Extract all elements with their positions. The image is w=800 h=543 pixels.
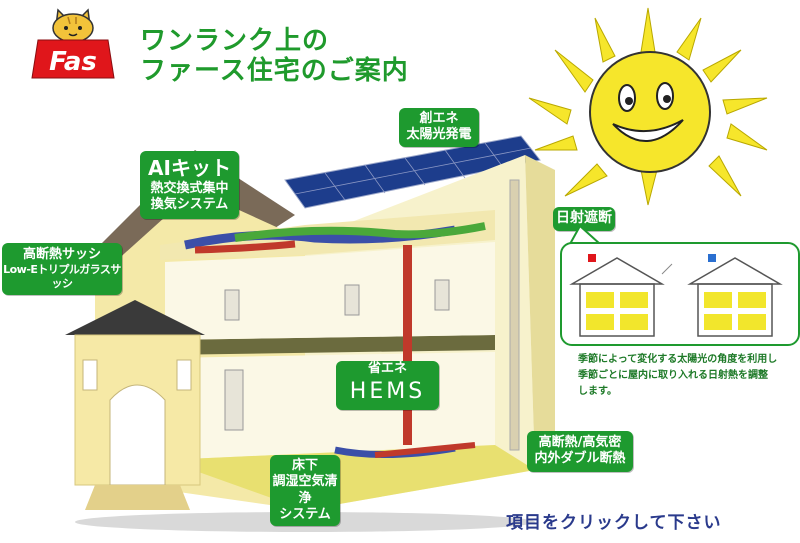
- shade-bubble: [560, 242, 800, 346]
- hotspot-floor[interactable]: 床下 調湿空気清浄 システム: [270, 455, 340, 526]
- shade-label: 日射遮断: [556, 210, 612, 226]
- sun-illustration: [528, 7, 768, 206]
- headline-line2: ファース住宅のご案内: [140, 56, 409, 86]
- floor-line1: 床下: [291, 458, 318, 473]
- shade-desc-line3: します。: [578, 386, 617, 397]
- headline: ワンランク上の ファース住宅のご案内: [140, 26, 409, 86]
- fas-logo[interactable]: Fas: [28, 8, 118, 82]
- insulation-line2: 内外ダブル断熱: [534, 451, 626, 467]
- hems-line1: 省エネ: [367, 361, 407, 376]
- floor-line2: 調湿空気清浄: [272, 474, 338, 506]
- hotspot-sash[interactable]: 高断熱サッシ Low-Eトリプルガラスサッシ: [2, 243, 122, 295]
- shade-desc-line1: 季節によって変化する太陽光の角度を利用し: [578, 354, 778, 365]
- hems-line2: HEMS: [349, 379, 426, 405]
- hotspot-solar[interactable]: 創エネ 太陽光発電: [399, 108, 479, 147]
- logo-text: Fas: [49, 47, 97, 77]
- ai-kit-line1: 熱交換式集中: [150, 181, 229, 196]
- ai-kit-title: AIキット: [148, 156, 231, 180]
- headline-line1: ワンランク上の: [140, 26, 330, 56]
- sash-line2: Low-Eトリプルガラスサッシ: [3, 263, 121, 290]
- summer-house-diagram: [569, 254, 673, 337]
- hotspot-shade[interactable]: 日射遮断: [553, 207, 615, 231]
- shade-desc-line2: 季節ごとに屋内に取り入れる日射熱を調整: [578, 370, 768, 381]
- shade-description: 季節によって変化する太陽光の角度を利用し 季節ごとに屋内に取り入れる日射熱を調整…: [578, 352, 794, 400]
- season-diagrams: [569, 254, 783, 337]
- solar-line1: 創エネ: [419, 111, 459, 126]
- hotspot-hems[interactable]: 省エネ HEMS: [336, 361, 439, 410]
- floor-line3: システム: [279, 506, 331, 522]
- hotspot-insulation[interactable]: 高断熱/高気密 内外ダブル断熱: [527, 431, 633, 472]
- cat-mascot-icon: [52, 8, 94, 43]
- solar-line2: 太陽光発電: [406, 127, 472, 143]
- click-instruction: 項目をクリックして下さい: [506, 513, 722, 533]
- ai-kit-line2: 換気システム: [150, 197, 229, 213]
- sash-line1: 高断熱サッシ: [22, 247, 101, 262]
- insulation-line1: 高断熱/高気密: [538, 435, 622, 450]
- hotspot-ai-kit[interactable]: AIキット 熱交換式集中 換気システム: [140, 151, 239, 219]
- winter-house-diagram: [687, 254, 783, 337]
